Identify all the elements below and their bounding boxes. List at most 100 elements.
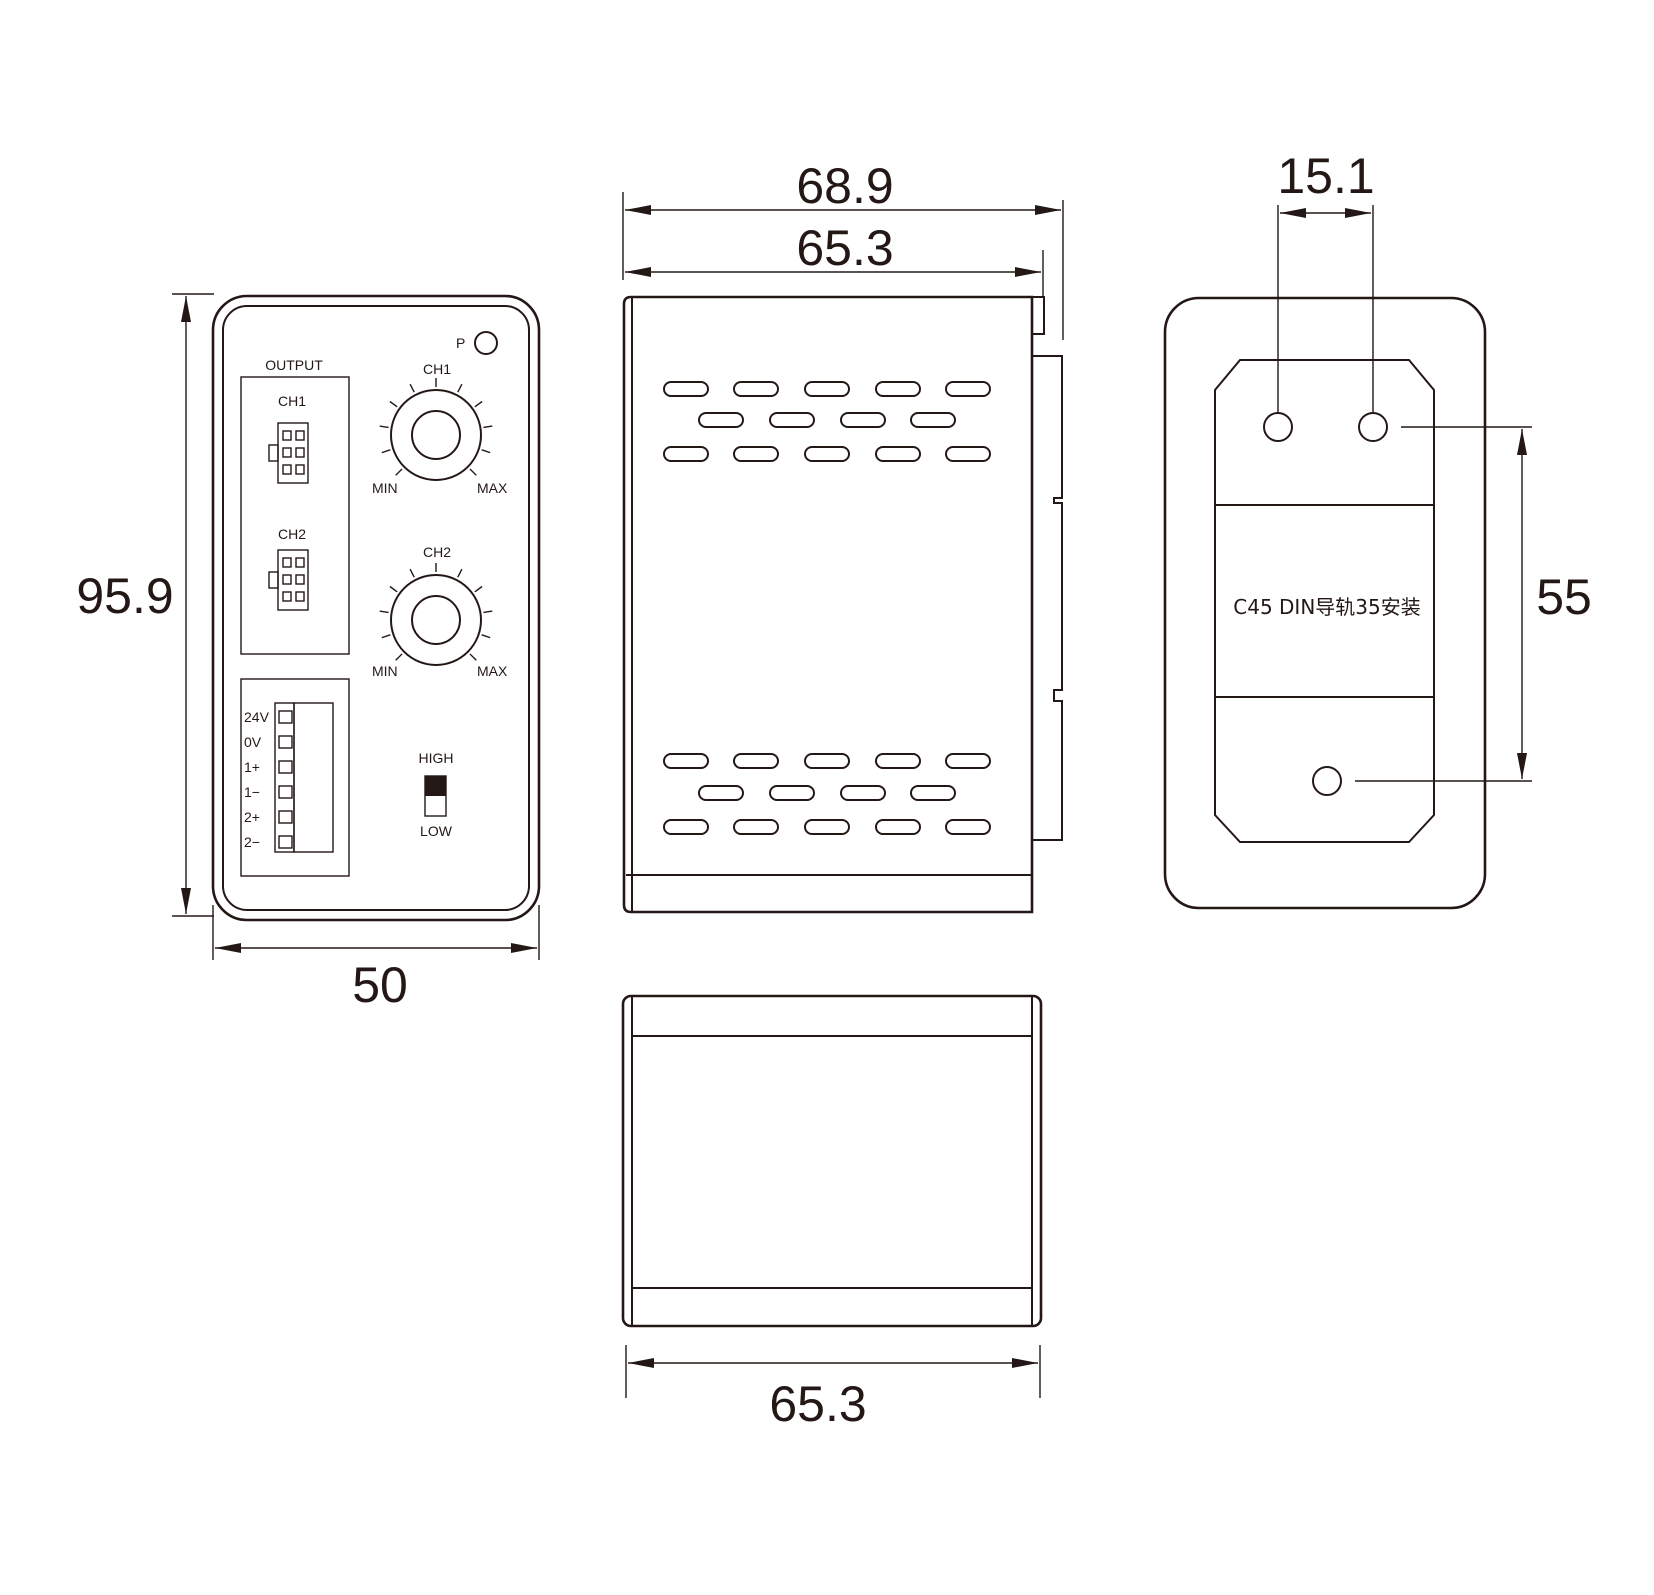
rear-outer-outline [1163, 296, 1487, 910]
rear-view: C45 DIN导轨35安装 15.1 55 [1163, 148, 1592, 910]
terminal-label: 2− [244, 834, 260, 850]
connector-ch2-label: CH2 [278, 526, 306, 542]
terminal-label: 2+ [244, 809, 260, 825]
vent-slot [733, 819, 779, 835]
bottom-view: 65.3 [621, 994, 1043, 1432]
din-plate-outline [1214, 359, 1435, 843]
knob-ch1-max: MAX [477, 480, 508, 496]
vent-slot [945, 381, 991, 397]
dimension-side-total [622, 192, 1064, 340]
knob-tick [469, 653, 477, 661]
vent-slot [875, 381, 921, 397]
knob-ch2-icon [379, 563, 493, 666]
front-outer-outline [211, 294, 541, 922]
knob-ch1-icon [379, 378, 493, 481]
dimension-hole-spacing [1277, 205, 1374, 413]
connector-ch1-icon [268, 422, 309, 484]
din-clip-outline [1032, 355, 1063, 841]
knob-tick [481, 634, 491, 639]
high-low-switch-icon [424, 775, 447, 817]
front-view: P OUTPUT CH1 CH2 CH1 [76, 293, 541, 1013]
knob-tick [379, 425, 389, 429]
knob-tick [474, 400, 483, 408]
terminal-block [274, 702, 334, 853]
vent-slot [875, 446, 921, 462]
side-view: 68.9 65.3 [622, 158, 1064, 914]
knob-tick [409, 383, 415, 393]
vent-slot [840, 785, 886, 801]
vent-slot [840, 412, 886, 428]
knob-tick [389, 585, 398, 593]
vent-slot [910, 412, 956, 428]
knob-tick [483, 425, 493, 429]
knob-tick [457, 383, 463, 393]
dimension-bottom-width-value: 65.3 [769, 1376, 866, 1432]
output-title: OUTPUT [265, 357, 323, 373]
vent-slot [663, 381, 709, 397]
knob-tick [483, 610, 493, 614]
knob-tick [409, 568, 415, 578]
terminal-label: 1+ [244, 759, 260, 775]
mount-hole-icon [1263, 412, 1293, 442]
side-rear-step-top [1032, 296, 1045, 335]
power-label: P [456, 335, 465, 351]
dimension-side-total-value: 68.9 [796, 158, 893, 214]
mount-hole-icon [1358, 412, 1388, 442]
vent-slot [875, 753, 921, 769]
dimension-side-body [625, 250, 1044, 296]
knob-tick [474, 585, 483, 593]
vent-slot [733, 381, 779, 397]
vent-slots [663, 381, 991, 835]
knob-tick [379, 610, 389, 614]
vent-slot [663, 446, 709, 462]
switch-low-label: LOW [420, 823, 453, 839]
knob-ch1-min: MIN [372, 480, 398, 496]
knob-tick [395, 653, 403, 661]
vent-slot [804, 753, 850, 769]
knob-tick [381, 634, 391, 639]
front-inner-outline [222, 305, 530, 911]
dimension-rear-vertical [1355, 426, 1532, 782]
vent-slot [804, 381, 850, 397]
vent-slot [910, 785, 956, 801]
knob-tick [389, 400, 398, 408]
vent-slot [945, 446, 991, 462]
switch-high-label: HIGH [419, 750, 454, 766]
vent-slot [769, 412, 815, 428]
power-led-icon [474, 331, 498, 355]
vent-slot [804, 819, 850, 835]
vent-slot [663, 753, 709, 769]
vent-slot [875, 819, 921, 835]
vent-slot [663, 819, 709, 835]
vent-slot [698, 412, 744, 428]
terminal-label: 1− [244, 784, 260, 800]
bottom-body-outline [621, 994, 1043, 1328]
din-mount-text: C45 DIN导轨35安装 [1233, 595, 1420, 619]
vent-slot [733, 446, 779, 462]
vent-slot [945, 819, 991, 835]
dimension-front-width [212, 905, 540, 960]
vent-slot [769, 785, 815, 801]
knob-tick [457, 568, 463, 578]
connector-ch1-label: CH1 [278, 393, 306, 409]
dimension-front-height [172, 293, 214, 917]
connector-ch2-icon [268, 549, 309, 611]
knob-tick [469, 468, 477, 476]
terminal-label: 0V [244, 734, 262, 750]
vent-slot [945, 753, 991, 769]
dimension-side-body-value: 65.3 [796, 220, 893, 276]
knob-ch1-label: CH1 [423, 361, 451, 377]
vent-slot [804, 446, 850, 462]
knob-tick [395, 468, 403, 476]
terminal-label: 24V [244, 709, 270, 725]
dimension-hole-spacing-value: 15.1 [1277, 148, 1374, 204]
vent-slot [733, 753, 779, 769]
knob-tick [481, 449, 491, 454]
terminal-box [240, 678, 350, 877]
output-box [240, 376, 350, 655]
dimension-bottom-width [625, 1345, 1041, 1398]
dimension-height-value: 95.9 [76, 568, 173, 624]
dimension-width-value: 50 [352, 957, 408, 1013]
